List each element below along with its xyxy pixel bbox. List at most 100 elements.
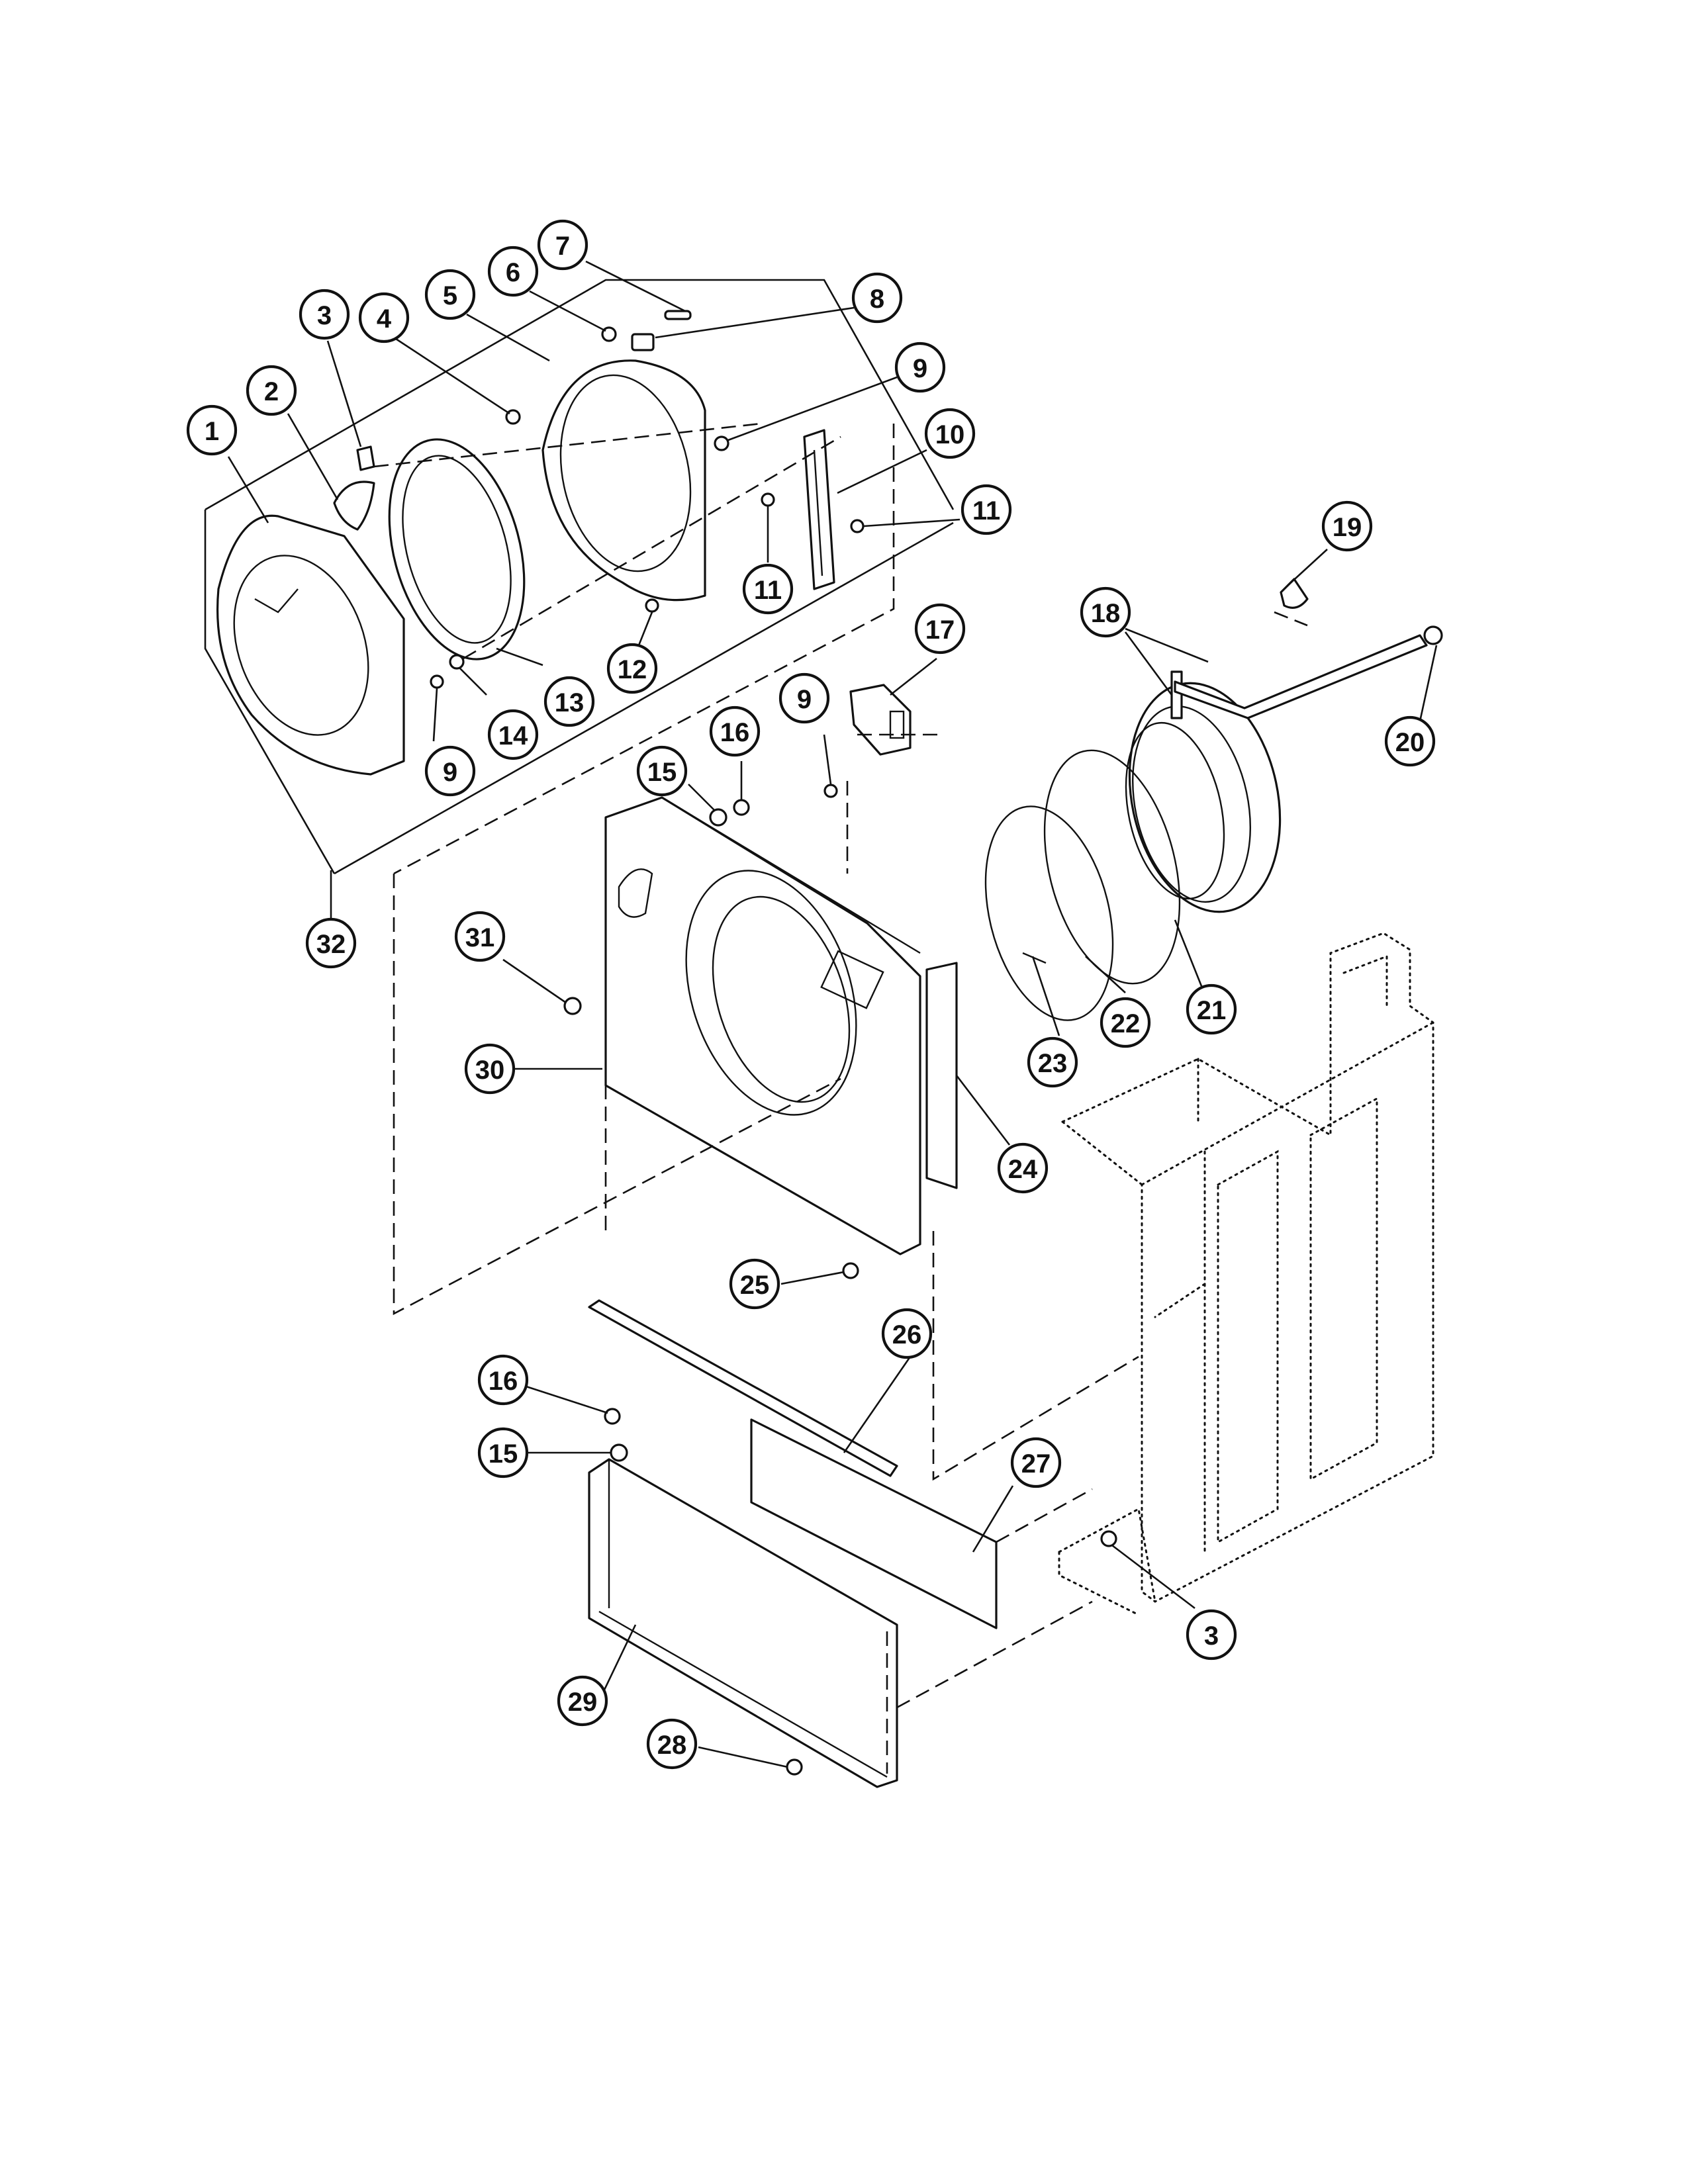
callout-27: 27 — [1010, 1437, 1062, 1488]
callout-7: 7 — [537, 219, 588, 271]
kick-panel-plate — [750, 1418, 998, 1629]
cabinet-dashed-lines — [896, 1488, 1117, 1709]
lower-front-panel — [588, 1458, 898, 1788]
callout-24: 24 — [997, 1142, 1049, 1194]
door-outer-frame — [216, 514, 405, 776]
svg-text:19: 19 — [1333, 513, 1362, 542]
callout-3: 3 — [299, 289, 350, 340]
svg-text:25: 25 — [740, 1271, 770, 1300]
svg-text:26: 26 — [892, 1320, 922, 1349]
callout-2: 2 — [246, 365, 297, 416]
callouts: 1 2 3 4 5 6 7 8 9 10 11 11 12 13 14 9 15… — [186, 219, 1436, 1770]
svg-text:21: 21 — [1197, 996, 1227, 1025]
svg-text:14: 14 — [498, 721, 528, 751]
svg-text:16: 16 — [489, 1367, 518, 1396]
callout-11b: 11 — [742, 563, 794, 615]
callout-15b: 15 — [477, 1427, 529, 1479]
callout-30: 30 — [464, 1043, 516, 1095]
callout-5: 5 — [424, 269, 476, 320]
callout-11a: 11 — [961, 484, 1012, 535]
callout-29: 29 — [557, 1675, 608, 1727]
callout-20: 20 — [1384, 715, 1436, 767]
callout-9a: 9 — [894, 341, 946, 393]
callout-21: 21 — [1186, 983, 1237, 1035]
svg-text:12: 12 — [618, 655, 647, 684]
front-panel — [604, 796, 921, 1255]
svg-text:17: 17 — [925, 615, 955, 645]
callout-13: 13 — [543, 676, 595, 727]
svg-text:30: 30 — [475, 1056, 505, 1085]
door-glass — [388, 438, 526, 660]
cabinet — [1058, 932, 1434, 1616]
toe-strip — [588, 1299, 898, 1477]
callout-32: 32 — [305, 917, 357, 969]
inner-door-ring — [541, 359, 706, 602]
svg-text:23: 23 — [1038, 1049, 1068, 1078]
front-panel-dashed-frame — [393, 733, 1139, 1481]
callout-6: 6 — [487, 246, 539, 297]
callout-19: 19 — [1321, 500, 1373, 552]
callout-25: 25 — [729, 1258, 780, 1310]
svg-text:9: 9 — [913, 354, 927, 383]
svg-text:3: 3 — [317, 301, 332, 330]
callout-18: 18 — [1080, 586, 1131, 638]
svg-text:11: 11 — [754, 576, 782, 605]
svg-text:9: 9 — [797, 685, 812, 714]
callout-23: 23 — [1027, 1036, 1078, 1088]
callout-16b: 16 — [477, 1354, 529, 1406]
svg-text:6: 6 — [506, 258, 520, 287]
svg-text:16: 16 — [720, 718, 750, 747]
callout-3b: 3 — [1186, 1609, 1237, 1661]
callout-22: 22 — [1100, 997, 1151, 1048]
svg-text:4: 4 — [377, 304, 392, 334]
leader-lines — [227, 260, 1438, 1768]
svg-text:18: 18 — [1091, 599, 1121, 628]
callout-1: 1 — [186, 404, 238, 456]
callout-8: 8 — [851, 272, 903, 324]
svg-text:27: 27 — [1021, 1449, 1051, 1479]
svg-text:29: 29 — [568, 1688, 598, 1717]
svg-text:5: 5 — [443, 281, 457, 310]
svg-text:7: 7 — [555, 232, 570, 261]
svg-text:22: 22 — [1111, 1009, 1141, 1038]
assembly-32-bracket — [204, 279, 955, 875]
svg-text:20: 20 — [1395, 728, 1425, 757]
svg-text:8: 8 — [870, 285, 884, 314]
side-strip — [925, 962, 958, 1189]
svg-text:13: 13 — [555, 688, 585, 717]
svg-text:2: 2 — [264, 377, 279, 406]
top-dashed-lines — [373, 422, 895, 875]
svg-text:15: 15 — [489, 1439, 518, 1469]
door-switch — [849, 684, 912, 756]
svg-text:32: 32 — [316, 930, 346, 959]
svg-text:9: 9 — [443, 758, 457, 787]
svg-text:1: 1 — [205, 417, 219, 446]
callout-9c: 9 — [778, 672, 830, 724]
callout-10: 10 — [924, 408, 976, 459]
hinge-parts — [333, 445, 375, 531]
fasteners-top — [430, 310, 865, 689]
svg-text:31: 31 — [465, 923, 495, 952]
callout-15a: 15 — [636, 745, 688, 797]
svg-text:11: 11 — [972, 496, 1000, 525]
callout-9b: 9 — [424, 745, 476, 797]
svg-text:15: 15 — [647, 758, 677, 787]
callout-28: 28 — [646, 1718, 698, 1770]
callout-16a: 16 — [709, 705, 761, 757]
door-boot — [1125, 634, 1428, 913]
callout-12: 12 — [606, 643, 658, 694]
fasteners-bottom — [563, 784, 859, 1776]
callout-26: 26 — [881, 1308, 933, 1359]
callout-31: 31 — [454, 911, 506, 962]
callout-14: 14 — [487, 709, 539, 760]
hose-clip — [1274, 578, 1443, 645]
svg-text:10: 10 — [935, 420, 965, 449]
svg-text:3: 3 — [1204, 1621, 1219, 1651]
clamp-rings — [984, 749, 1181, 1021]
callout-17: 17 — [914, 603, 966, 655]
hinge-plate — [803, 429, 835, 590]
svg-text:28: 28 — [657, 1731, 687, 1760]
svg-text:24: 24 — [1008, 1155, 1038, 1184]
callout-4: 4 — [358, 292, 410, 343]
